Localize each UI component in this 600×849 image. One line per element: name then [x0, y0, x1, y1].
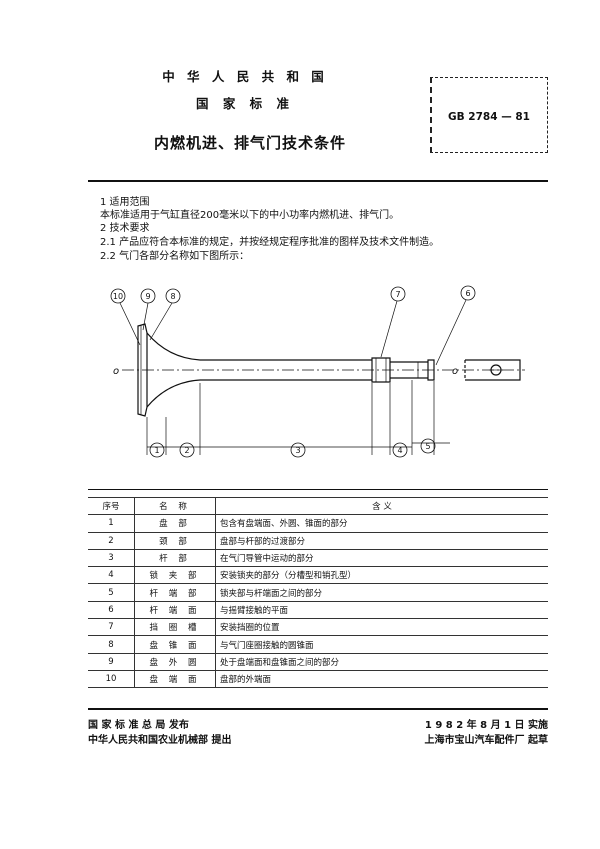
- footer-proposer: 中华人民共和国农业机械部 提出: [88, 735, 232, 746]
- row-no: 8: [88, 635, 135, 654]
- row-no: 5: [88, 583, 135, 602]
- row-no: 3: [88, 548, 135, 568]
- row-no: 9: [88, 652, 135, 671]
- row-name: 挡 圈 槽: [134, 618, 216, 637]
- header-name: 名 称: [134, 496, 216, 516]
- issuing-country: 中 华 人 民 共 和 国: [162, 69, 328, 84]
- row-no: 2: [88, 531, 135, 550]
- callout-5: 5: [425, 442, 430, 451]
- row-name: 盘 锥 面: [134, 635, 216, 654]
- row-meaning: 锁夹部与杆端面之间的部分: [215, 583, 548, 602]
- row-no: 1: [88, 514, 135, 533]
- callout-10: 10: [113, 292, 123, 301]
- row-no: 6: [88, 600, 135, 620]
- callout-4: 4: [397, 446, 402, 455]
- callout-1: 1: [154, 446, 159, 455]
- section-2-2-text: 2.2 气门各部分名称如下图所示：: [100, 251, 250, 262]
- row-meaning: 处于盘端面和盘锥面之间的部分: [215, 652, 548, 671]
- row-meaning: 在气门导管中运动的部分: [215, 548, 548, 568]
- callout-3: 3: [295, 446, 300, 455]
- row-meaning: 与摇臂接触的平面: [215, 600, 548, 620]
- row-meaning: 盘部的外端面: [215, 669, 548, 689]
- row-name: 盘 部: [134, 514, 216, 533]
- standard-type: 国 家 标 准: [195, 96, 295, 111]
- callout-2: 2: [184, 446, 189, 455]
- section-2-1-text: 2.1 产品应符合本标准的规定，并按经规定程序批准的图样及技术文件制造。: [100, 237, 440, 248]
- header-no: 序号: [88, 496, 135, 516]
- callout-9: 9: [145, 292, 150, 301]
- row-no: 7: [88, 618, 135, 637]
- callout-8: 8: [170, 292, 175, 301]
- row-name: 杆 部: [134, 548, 216, 568]
- row-name: 杆 端 部: [134, 583, 216, 602]
- row-meaning: 安装挡圈的位置: [215, 618, 548, 637]
- row-meaning: 盘部与杆部的过渡部分: [215, 531, 548, 550]
- standard-code-box: [430, 77, 548, 153]
- figure-rule: [88, 489, 548, 490]
- callout-6: 6: [465, 289, 470, 298]
- section-1-heading: 1 适用范围: [100, 197, 150, 208]
- row-meaning: 安装锁夹的部分（分槽型和销孔型）: [215, 566, 548, 585]
- valve-diagram: 10 9 8 7 6 1 2 3 4 5 o o: [110, 285, 525, 458]
- footer-issuer: 国 家 标 准 总 局 发布: [88, 720, 189, 731]
- standard-code: GB 2784 — 81: [448, 111, 530, 123]
- row-name: 杆 端 面: [134, 600, 216, 620]
- footer-issue-date: 1 9 8 2 年 8 月 1 日 实施: [424, 720, 548, 731]
- row-name: 锁 夹 部: [134, 566, 216, 585]
- header-rule: [88, 180, 548, 182]
- axis-label-right: o: [452, 366, 458, 377]
- row-meaning: 包含有盘端面、外圆、锥面的部分: [215, 514, 548, 533]
- section-2-heading: 2 技术要求: [100, 223, 150, 234]
- footer-drafter: 上海市宝山汽车配件厂 起草: [424, 735, 548, 746]
- callout-7: 7: [395, 290, 400, 299]
- row-name: 盘 外 圆: [134, 652, 216, 671]
- page-title: 内燃机进、排气门技术条件: [153, 134, 346, 152]
- axis-label-left: o: [113, 366, 119, 377]
- row-name: 颈 部: [134, 531, 216, 550]
- row-name: 盘 端 面: [134, 669, 216, 689]
- row-no: 10: [88, 669, 135, 689]
- header-meaning: 含 义: [215, 496, 548, 516]
- row-meaning: 与气门座圈接触的圆锥面: [215, 635, 548, 654]
- footer-rule: [88, 708, 548, 710]
- row-no: 4: [88, 566, 135, 585]
- section-1-text: 本标准适用于气缸直径200毫米以下的中小功率内燃机进、排气门。: [100, 210, 400, 221]
- table-header-row: 序号 名 称 含 义: [88, 496, 548, 516]
